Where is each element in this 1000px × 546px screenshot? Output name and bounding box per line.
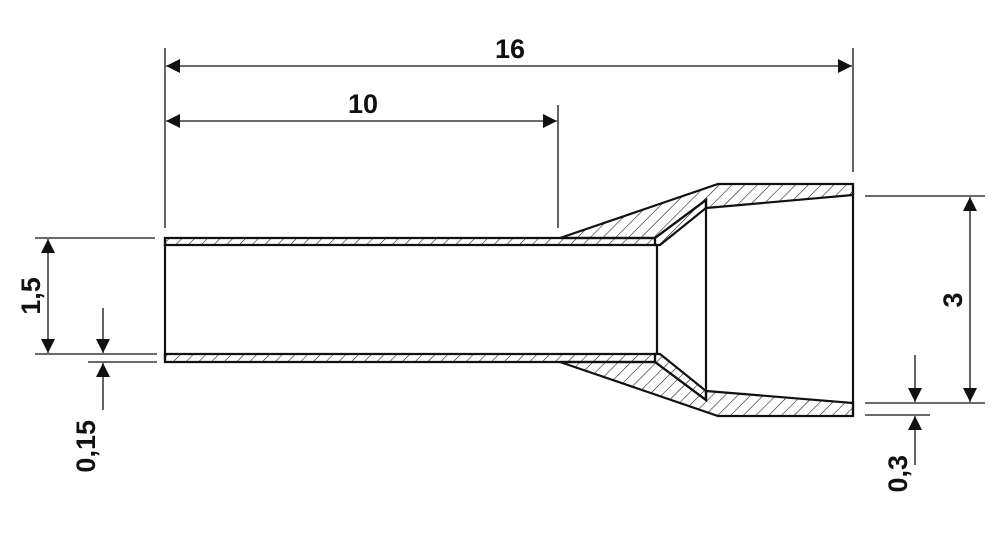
funnel-top <box>653 197 708 247</box>
ferrule-body <box>163 182 855 418</box>
label-inner-diameter: 1,5 <box>16 277 46 315</box>
extension-lines <box>35 48 985 416</box>
tube-wall-bottom <box>163 352 657 364</box>
label-collar-diameter: 3 <box>938 292 968 307</box>
funnel-bottom <box>653 352 708 403</box>
label-tube-length: 10 <box>348 89 378 119</box>
label-collar-wall: 0,3 <box>883 455 913 493</box>
label-tube-wall: 0,15 <box>71 420 101 473</box>
label-overall-length: 16 <box>495 34 525 64</box>
